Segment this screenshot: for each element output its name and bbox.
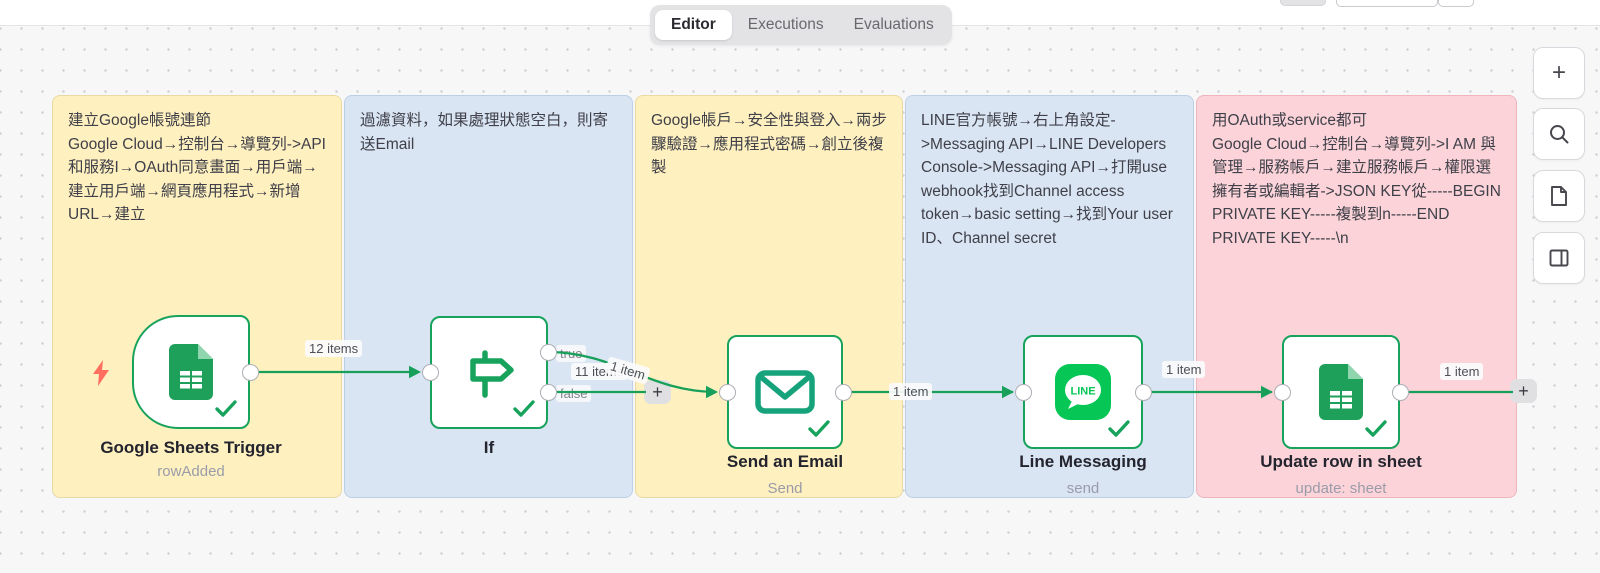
view-tabbar: Editor Executions Evaluations bbox=[650, 5, 952, 45]
sticky-note-text: LINE官方帳號→右上角設定->Messaging API→LINE Devel… bbox=[921, 112, 1173, 247]
node-send-an-email[interactable] bbox=[727, 335, 843, 449]
svg-text:LINE: LINE bbox=[1070, 386, 1095, 398]
node-update-row-in-sheet[interactable] bbox=[1282, 335, 1400, 449]
port-if-false-output[interactable] bbox=[539, 383, 557, 401]
node-if[interactable] bbox=[430, 316, 548, 429]
tab-editor[interactable]: Editor bbox=[655, 10, 732, 40]
if-icon bbox=[470, 349, 514, 398]
if-false-output-label: false bbox=[556, 385, 592, 402]
port-if-input[interactable] bbox=[421, 363, 439, 381]
sticky-note-text: 用OAuth或service都可 Google Cloud→控制台→導覽列->I… bbox=[1212, 112, 1501, 247]
tab-executions[interactable]: Executions bbox=[747, 16, 824, 33]
port-trigger-output[interactable] bbox=[241, 363, 259, 381]
edge-label-12-items: 12 items bbox=[305, 340, 363, 357]
add-node-on-false-edge-button[interactable]: + bbox=[644, 380, 671, 404]
trigger-bolt-icon bbox=[92, 360, 110, 391]
sticky-note-text: 建立Google帳號連節 Google Cloud→控制台→導覽列->API和服… bbox=[68, 112, 326, 224]
node-line-messaging[interactable]: LINE bbox=[1023, 335, 1143, 449]
header-partial-button[interactable] bbox=[1336, 0, 1438, 7]
sticky-note-filter[interactable]: 過濾資料，如果處理狀態空白，則寄送Email bbox=[344, 95, 633, 498]
header-partial-control[interactable] bbox=[1280, 0, 1326, 6]
edge-label-line-1-item: 1 item bbox=[1162, 361, 1206, 378]
node-title-if: If bbox=[483, 438, 495, 457]
port-update-input[interactable] bbox=[1273, 383, 1291, 401]
node-title-line-messaging: Line Messaging bbox=[1019, 452, 1147, 471]
node-title-update-row-in-sheet: Update row in sheet bbox=[1260, 452, 1422, 471]
port-email-output[interactable] bbox=[834, 383, 852, 401]
port-email-input[interactable] bbox=[718, 383, 736, 401]
success-check-icon bbox=[215, 400, 237, 417]
port-if-true-output[interactable] bbox=[539, 343, 557, 361]
node-subtitle-update-sheet: update: sheet bbox=[1295, 480, 1387, 497]
node-title-send-an-email: Send an Email bbox=[726, 452, 844, 471]
success-check-icon bbox=[1108, 420, 1130, 437]
sticky-note-button[interactable] bbox=[1533, 170, 1585, 222]
node-subtitle-line-send: send bbox=[1066, 480, 1100, 497]
email-icon bbox=[755, 370, 815, 414]
node-subtitle-send: Send bbox=[767, 480, 803, 497]
search-button[interactable] bbox=[1533, 108, 1585, 160]
add-node-after-update-button[interactable]: + bbox=[1510, 379, 1537, 403]
tab-evaluations[interactable]: Evaluations bbox=[853, 16, 934, 33]
sticky-note-google-oauth[interactable]: 建立Google帳號連節 Google Cloud→控制台→導覽列->API和服… bbox=[52, 95, 342, 498]
google-sheets-icon bbox=[169, 344, 213, 400]
port-line-input[interactable] bbox=[1014, 383, 1032, 401]
columns-icon bbox=[1549, 249, 1569, 267]
document-icon bbox=[1551, 186, 1567, 206]
node-title-google-sheets-trigger: Google Sheets Trigger bbox=[100, 438, 282, 457]
edge-label-email-1-item: 1 item bbox=[889, 383, 933, 400]
if-true-output-label: true bbox=[556, 345, 587, 362]
zoom-to-fit-add-button[interactable]: + bbox=[1533, 47, 1585, 99]
success-check-icon bbox=[808, 420, 830, 437]
success-check-icon bbox=[513, 400, 535, 417]
edge-label-update-1-item: 1 item bbox=[1440, 363, 1484, 380]
sticky-note-line-api[interactable]: LINE官方帳號→右上角設定->Messaging API→LINE Devel… bbox=[905, 95, 1194, 498]
sticky-note-text: Google帳戶→安全性與登入→兩步驟驗證→應用程式密碼→創立後複製 bbox=[651, 112, 887, 177]
sticky-note-text: 過濾資料，如果處理狀態空白，則寄送Email bbox=[360, 112, 609, 153]
port-line-output[interactable] bbox=[1134, 383, 1152, 401]
port-update-output[interactable] bbox=[1391, 383, 1409, 401]
success-check-icon bbox=[1365, 420, 1387, 437]
search-icon bbox=[1550, 125, 1569, 144]
line-icon: LINE bbox=[1055, 364, 1111, 420]
header-partial-button-small[interactable] bbox=[1438, 0, 1474, 7]
split-view-button[interactable] bbox=[1533, 232, 1585, 284]
node-subtitle-rowadded: rowAdded bbox=[157, 463, 225, 480]
google-sheets-icon bbox=[1319, 364, 1363, 420]
node-google-sheets-trigger[interactable] bbox=[132, 315, 250, 429]
